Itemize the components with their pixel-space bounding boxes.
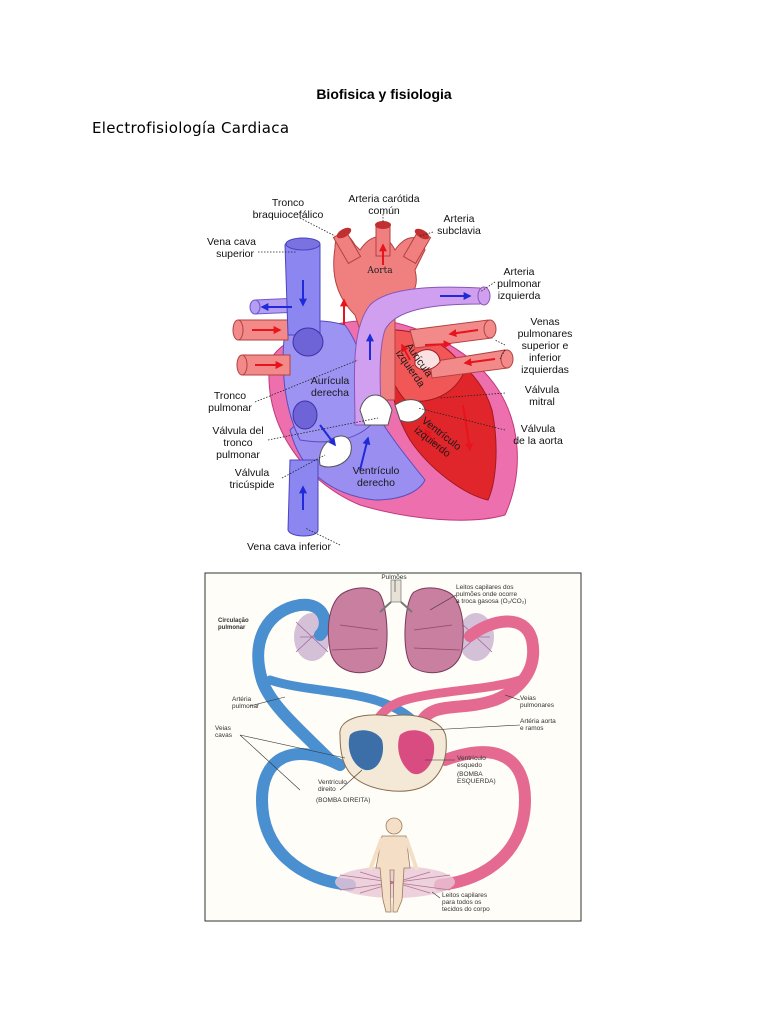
pulmonary-artery-loop	[252, 598, 336, 766]
systemic-arterial-loop	[434, 746, 532, 891]
section-heading: Electrofisiología Cardiaca	[92, 119, 290, 137]
label-vena-cava-inferior: Vena cava inferior	[247, 541, 332, 553]
systemic-venous-loop	[255, 748, 356, 891]
label-pulmoes: Pulmões	[381, 574, 407, 581]
document-title: Biofisica y fisiologia	[316, 86, 452, 102]
left-lung	[327, 587, 388, 674]
pulmonary-vein-loop	[414, 615, 540, 731]
pulmonary-trunk	[353, 286, 481, 426]
human-figure	[368, 817, 419, 913]
right-lung	[404, 587, 464, 674]
label-aorta: Aorta	[366, 266, 393, 276]
label-bomba-direita: (BOMBA DIREITA)	[316, 797, 370, 804]
